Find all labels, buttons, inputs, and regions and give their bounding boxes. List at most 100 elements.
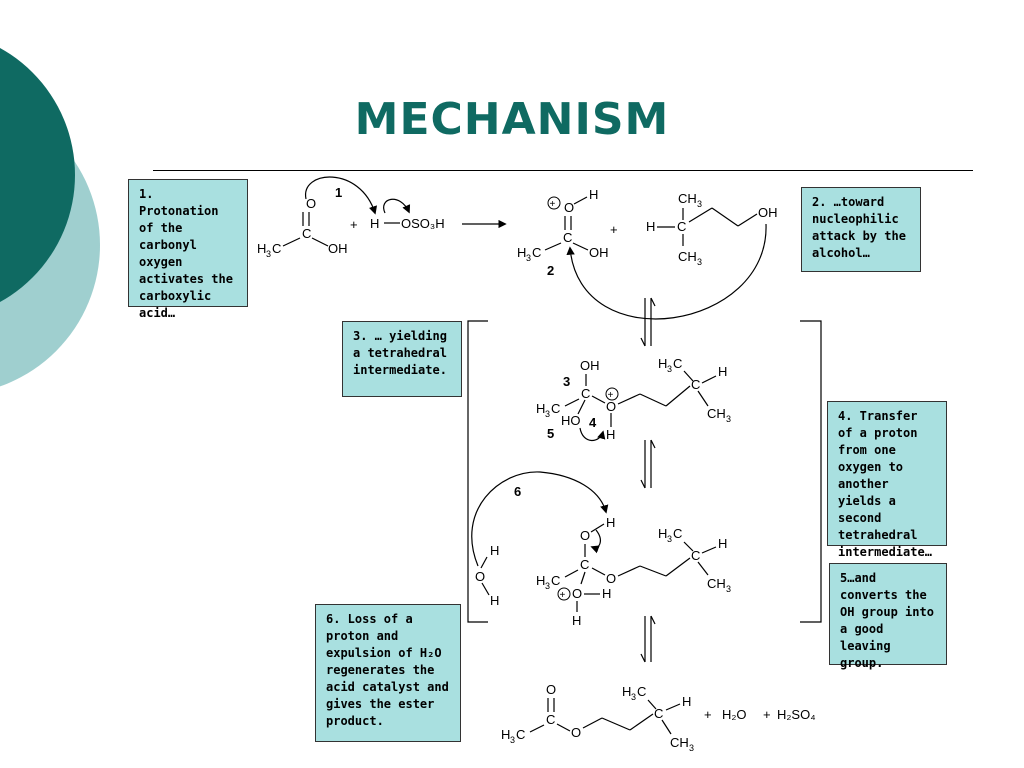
svg-text:C: C [581,386,590,401]
svg-text:C: C [302,226,311,241]
step-number-5: 5 [547,426,554,441]
proton-transfer-arrow [579,427,606,442]
note-step-1: 1. Protonation of the carbonyl oxygen ac… [128,179,248,320]
svg-text:C: C [532,245,541,260]
svg-text:O: O [606,399,616,414]
svg-text:O: O [571,725,581,740]
svg-text:O: O [306,196,316,211]
step-number-2: 2 [547,263,554,278]
svg-text:O: O [606,571,616,586]
nucleophilic-attack-arrow [566,223,767,320]
svg-text:O: O [475,569,485,584]
svg-text:H: H [606,427,615,442]
plus-sign: + [763,707,771,722]
svg-text:CH: CH [707,406,726,421]
svg-text:H: H [370,216,379,231]
svg-text:OH: OH [328,241,348,256]
svg-text:O: O [564,200,574,215]
svg-text:C: C [551,401,560,416]
title-divider [153,170,973,171]
svg-text:C: C [580,557,589,572]
svg-text:H: H [572,613,581,628]
svg-text:OH: OH [580,358,600,373]
svg-text:3: 3 [667,364,672,374]
svg-text:H: H [501,727,510,742]
svg-text:H: H [622,684,631,699]
svg-text:HO: HO [561,413,581,428]
svg-text:3: 3 [726,414,731,424]
svg-text:3: 3 [726,584,731,594]
step-number-1: 1 [335,185,342,200]
svg-text:3: 3 [697,199,702,209]
left-bracket [467,320,488,623]
svg-text:H: H [602,586,611,601]
svg-text:C: C [516,727,525,742]
svg-text:CH: CH [707,576,726,591]
svg-text:C: C [546,712,555,727]
equilibrium-arrow-1 [640,297,656,347]
svg-text:H: H [646,219,655,234]
svg-text:+: + [560,590,566,601]
svg-text:C: C [563,230,572,245]
sulfuric-acid: H OSO₃H [370,216,445,231]
plus-sign: + [704,707,712,722]
equilibrium-arrow-2 [640,439,656,489]
svg-text:CH: CH [670,735,689,750]
reagent-acid-label: OSO₃H [401,216,445,231]
svg-text:H: H [536,401,545,416]
svg-text:3: 3 [631,692,636,702]
svg-text:C: C [691,548,700,563]
note-step-2: 2. …toward nucleophilic attack by the al… [801,187,921,272]
water-molecule: H O H [475,543,499,608]
svg-text:H: H [606,515,615,530]
svg-text:3: 3 [510,735,515,745]
note-step-3: 3. … yielding a tetrahedral intermediate… [342,321,462,397]
svg-text:3: 3 [689,743,694,753]
svg-text:H: H [718,536,727,551]
svg-text:O: O [572,586,582,601]
equilibrium-arrow-3 [640,615,656,663]
note-step-6: 6. Loss of a proton and expulsion of H₂O… [315,604,461,742]
svg-text:C: C [654,706,663,721]
svg-text:3: 3 [667,534,672,544]
svg-text:C: C [551,573,560,588]
svg-text:H: H [658,526,667,541]
step-number-4: 4 [589,415,597,430]
svg-text:CH: CH [678,249,697,264]
svg-text:C: C [272,241,281,256]
svg-text:3: 3 [526,253,531,263]
plus-sign: + [610,222,618,237]
svg-text:CH: CH [678,191,697,206]
svg-text:C: C [637,684,646,699]
svg-text:O: O [580,528,590,543]
curved-arrow-6 [471,471,609,567]
svg-text:H: H [536,573,545,588]
decorative-circles [0,48,100,387]
sulfuric-acid-product: H₂SO₄ [777,707,816,722]
page-title: MECHANISM [354,94,670,145]
svg-text:O: O [546,682,556,697]
svg-text:C: C [691,377,700,392]
svg-text:3: 3 [545,581,550,591]
svg-text:H: H [682,694,691,709]
step-number-3: 3 [563,374,570,389]
svg-text:3: 3 [697,257,702,267]
step-number-6: 6 [514,484,521,499]
note-step-5: 5…and converts the OH group into a good … [829,563,947,670]
dark-circle [0,48,75,302]
plus-sign: + [350,217,358,232]
svg-text:+: + [550,199,556,210]
right-bracket [800,320,822,623]
svg-text:OH: OH [589,245,609,260]
svg-text:H: H [490,543,499,558]
svg-text:H: H [517,245,526,260]
svg-text:H: H [490,593,499,608]
curved-arrow-1 [305,176,377,215]
svg-text:H: H [658,356,667,371]
svg-text:OH: OH [758,205,778,220]
